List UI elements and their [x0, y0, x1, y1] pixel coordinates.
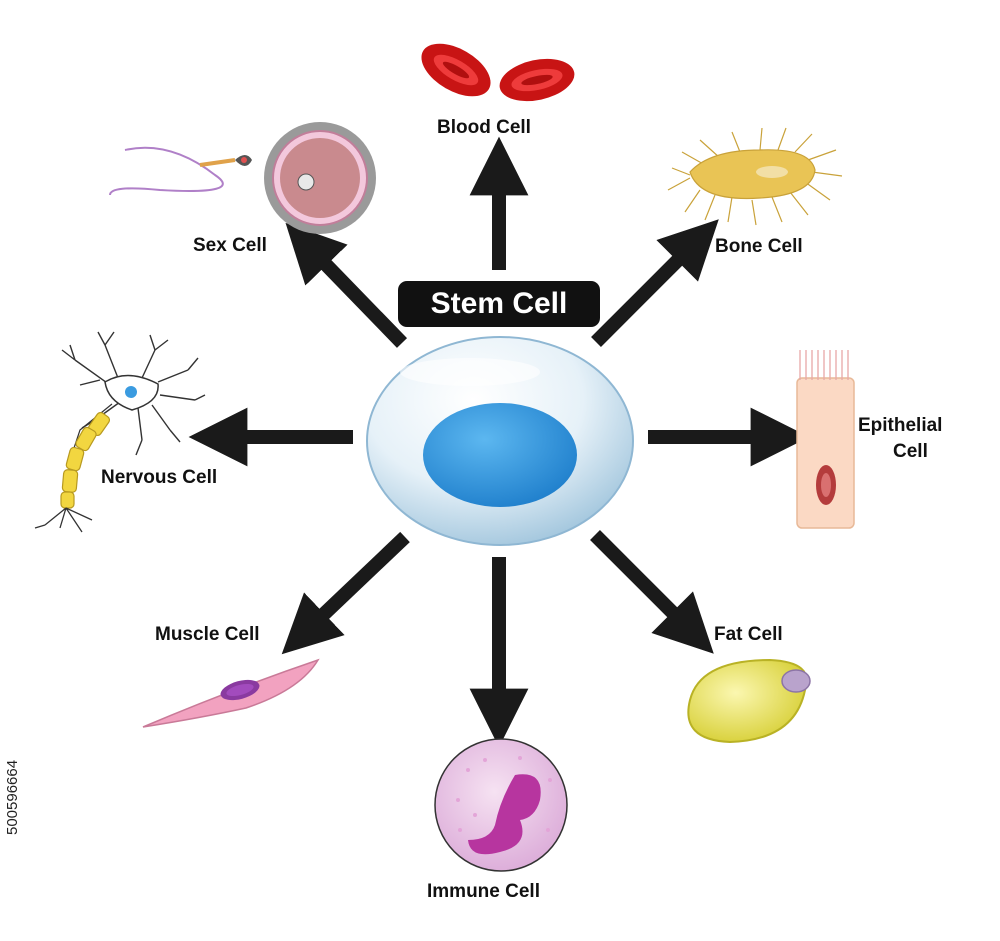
label-bone-cell: Bone Cell [715, 236, 803, 257]
blood-cell-image [421, 43, 575, 102]
label-epithelial-line1: Epithelial [858, 415, 943, 436]
stem-cell-image [366, 336, 634, 546]
stem-cell-title: Stem Cell [430, 287, 568, 320]
arrow-to-sex [285, 222, 408, 348]
arrow-to-fat [590, 530, 714, 654]
bone-cell-image [667, 127, 843, 226]
sex-cell-image [109, 122, 376, 234]
label-epithelial-line2: Cell [893, 441, 928, 462]
arrows [188, 136, 810, 748]
immune-cell-image [434, 738, 568, 872]
arrow-to-bone [591, 219, 719, 347]
epithelial-cell-image [796, 350, 855, 529]
label-fat-cell: Fat Cell [714, 624, 783, 645]
fat-cell-image [687, 658, 811, 744]
side-id-text: 500596664 [4, 759, 21, 835]
label-blood-cell: Blood Cell [437, 117, 531, 138]
label-immune-cell: Immune Cell [427, 881, 540, 902]
label-nervous-cell: Nervous Cell [101, 467, 218, 488]
label-sex-cell: Sex Cell [193, 235, 267, 256]
muscle-cell-image [142, 658, 320, 728]
nervous-cell-image [34, 331, 206, 533]
label-muscle-cell: Muscle Cell [155, 624, 260, 645]
arrow-to-muscle [281, 531, 410, 655]
stem-cell-title-box [398, 281, 600, 327]
